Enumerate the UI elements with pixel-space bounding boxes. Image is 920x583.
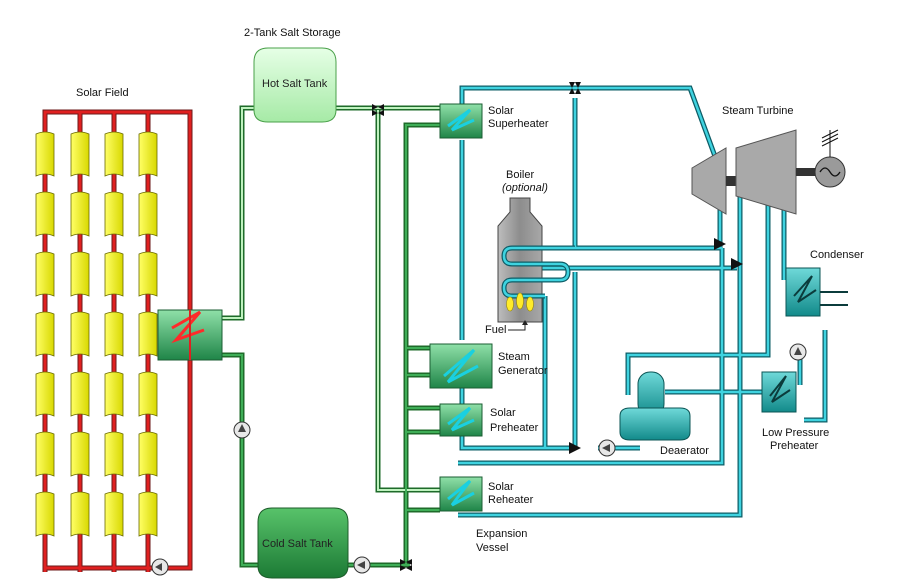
- htf-salt-heat-exchanger: [157, 309, 223, 361]
- collector-icon: [70, 491, 90, 537]
- hot-salt-tank-label: Hot Salt Tank: [262, 78, 328, 90]
- reheater-label-1: Solar: [488, 481, 514, 493]
- solar-reheater: Solar Reheater: [439, 476, 534, 512]
- collector-icon: [35, 131, 55, 177]
- lp-preheater-label-1: Low Pressure: [762, 427, 829, 439]
- steam-generator: Steam Generator: [429, 343, 548, 389]
- collector-icon: [35, 251, 55, 297]
- valve-icon: [731, 258, 743, 270]
- collector-icon: [70, 191, 90, 237]
- collector-icon: [104, 491, 124, 537]
- collector-icon: [35, 491, 55, 537]
- collector-array: [35, 131, 158, 537]
- low-pressure-preheater: Low Pressure Preheater: [761, 371, 829, 452]
- cold-salt-pump-icon: [353, 556, 371, 574]
- generator-icon: [814, 129, 846, 188]
- valve-icon: [714, 238, 726, 250]
- steam-generator-label-1: Steam: [498, 351, 530, 363]
- collector-icon: [104, 431, 124, 477]
- cold-salt-tank-label: Cold Salt Tank: [262, 538, 333, 550]
- collector-icon: [138, 491, 158, 537]
- collector-icon: [104, 191, 124, 237]
- valve-icon: [569, 82, 581, 94]
- collector-icon: [70, 251, 90, 297]
- collector-icon: [70, 131, 90, 177]
- condenser: Condenser: [785, 249, 864, 317]
- hot-salt-tank: Hot Salt Tank: [253, 47, 337, 123]
- salt-piping: [222, 105, 448, 568]
- solar-superheater: Solar Superheater: [439, 103, 549, 139]
- collector-icon: [138, 431, 158, 477]
- collector-icon: [35, 191, 55, 237]
- boiler: Fuel Boiler (optional): [485, 169, 575, 336]
- valve-icon: [569, 442, 581, 454]
- superheater-label-2: Superheater: [488, 118, 549, 130]
- condensate-pump-icon: [789, 343, 807, 361]
- reheater-label-2: Reheater: [488, 494, 534, 506]
- collector-icon: [104, 131, 124, 177]
- collector-icon: [104, 371, 124, 417]
- condenser-label: Condenser: [810, 249, 864, 261]
- lp-preheater-label-2: Preheater: [770, 440, 819, 452]
- collector-icon: [138, 191, 158, 237]
- valve-icons: [372, 82, 743, 571]
- steam-turbine: Steam Turbine: [691, 105, 820, 215]
- steam-generator-label-2: Generator: [498, 365, 548, 377]
- turbine-label: Steam Turbine: [722, 105, 794, 117]
- salt-pump-icon: [233, 421, 251, 439]
- collector-icon: [70, 311, 90, 357]
- collector-icon: [104, 251, 124, 297]
- collector-icon: [70, 431, 90, 477]
- valve-icon: [372, 104, 384, 116]
- fuel-label: Fuel: [485, 324, 506, 336]
- collector-icon: [104, 311, 124, 357]
- expansion-vessel-label-2: Vessel: [476, 542, 508, 554]
- storage-label: 2-Tank Salt Storage: [244, 27, 341, 39]
- collector-icon: [138, 311, 158, 357]
- preheater-label-1: Solar: [490, 407, 516, 419]
- boiler-label-1: Boiler: [506, 169, 534, 181]
- deaerator: Deaerator: [619, 371, 709, 457]
- solar-field-label: Solar Field: [76, 87, 129, 99]
- valve-icon: [400, 559, 412, 571]
- collector-icon: [35, 431, 55, 477]
- collector-icon: [70, 371, 90, 417]
- feedwater-pump-icon: [598, 439, 616, 457]
- collector-icon: [35, 371, 55, 417]
- collector-icon: [138, 131, 158, 177]
- flame-icon: [506, 292, 534, 312]
- field-pump-icon: [151, 558, 169, 576]
- deaerator-label: Deaerator: [660, 445, 709, 457]
- expansion-vessel-label-1: Expansion: [476, 528, 527, 540]
- solar-field: Solar Field: [35, 87, 193, 576]
- collector-icon: [138, 251, 158, 297]
- collector-icon: [35, 311, 55, 357]
- solar-preheater: Solar Preheater: [439, 403, 539, 437]
- boiler-label-2: (optional): [502, 182, 548, 194]
- preheater-label-2: Preheater: [490, 422, 539, 434]
- superheater-label-1: Solar: [488, 105, 514, 117]
- cold-salt-tank: Cold Salt Tank: [257, 507, 349, 579]
- collector-icon: [138, 371, 158, 417]
